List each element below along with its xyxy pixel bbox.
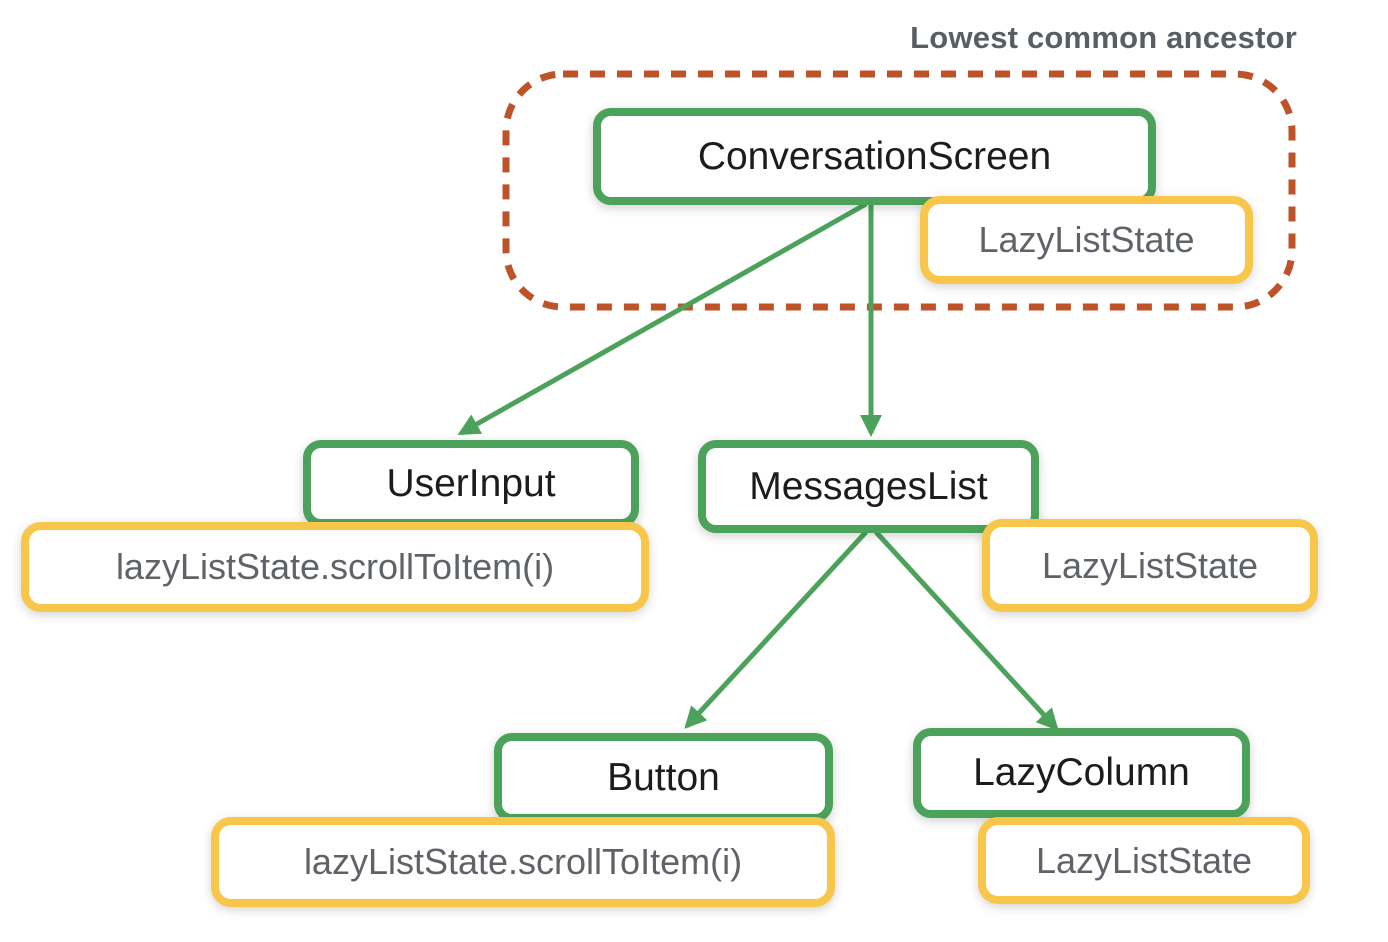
- edge-messageslist-button: [684, 530, 868, 729]
- node-lazy-column: LazyColumn: [913, 728, 1250, 818]
- node-button: Button: [494, 733, 833, 822]
- node-conversation-screen: ConversationScreen: [593, 108, 1156, 205]
- state-box-lazycolumn-lazyliststate: LazyListState: [978, 817, 1310, 904]
- lowest-common-ancestor-label: Lowest common ancestor: [910, 20, 1297, 55]
- call-box-button-scrolltoitem: lazyListState.scrollToItem(i): [211, 817, 835, 907]
- lowest-common-ancestor-outline: [502, 70, 1296, 311]
- node-user-input: UserInput: [303, 440, 639, 527]
- call-box-userinput-scrolltoitem: lazyListState.scrollToItem(i): [21, 522, 649, 612]
- state-box-messageslist-lazyliststate: LazyListState: [982, 519, 1318, 612]
- edge-messageslist-lazycolumn: [874, 530, 1059, 731]
- node-messages-list: MessagesList: [698, 440, 1039, 533]
- state-box-ancestor-lazyliststate: LazyListState: [920, 196, 1253, 284]
- edge-conversationscreen-userinput: [457, 201, 868, 436]
